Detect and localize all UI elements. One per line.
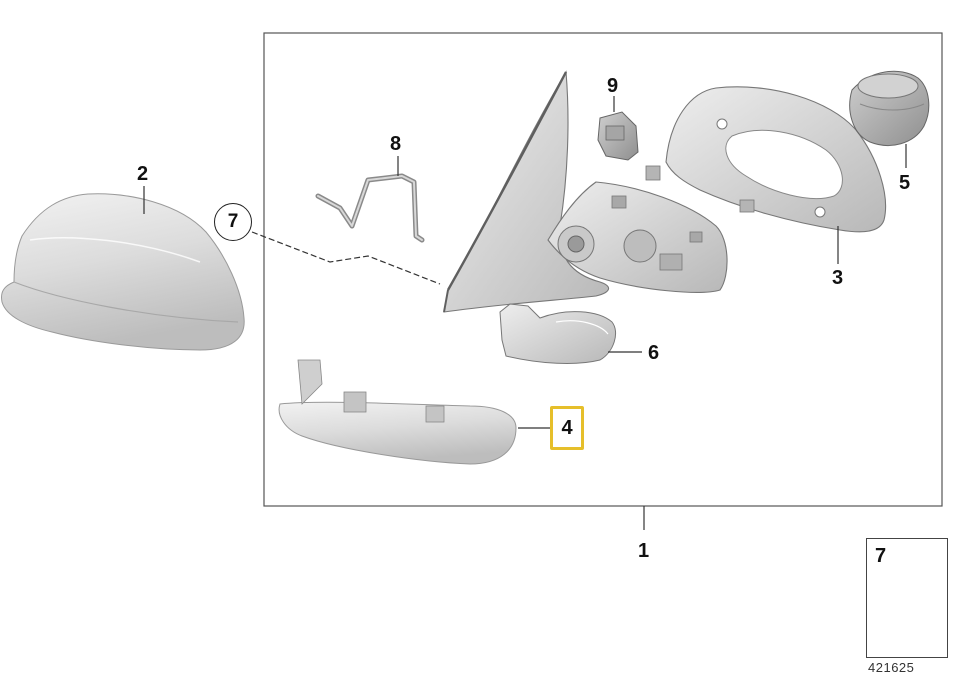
callout-6: 6 [648, 342, 660, 364]
assembly-frame [263, 32, 943, 507]
part-4-trim-strip [278, 359, 517, 465]
hardware-legend-box: 7 [866, 538, 948, 658]
callout-1: 1 [638, 540, 650, 562]
part-5-motor [849, 70, 930, 146]
part-9-connector [597, 111, 639, 161]
mirror-adjuster-plate [547, 181, 728, 293]
callout-9: 9 [607, 75, 619, 97]
mirror-base-bracket [443, 70, 610, 313]
callout-2: 2 [137, 163, 149, 185]
diagram-id-number: 421625 [868, 660, 915, 675]
part-8-wire-harness [315, 173, 425, 243]
part-2-mirror-cap [1, 193, 245, 351]
callout-8: 8 [390, 133, 402, 155]
part-6-cover [499, 303, 616, 364]
part-3-housing-frame [645, 86, 887, 233]
callout-7-circled: 7 [214, 203, 252, 241]
leader-line-7 [251, 231, 441, 285]
callout-3: 3 [832, 267, 844, 289]
callout-4-highlighted: 4 [550, 406, 584, 450]
callout-5: 5 [899, 172, 911, 194]
legend-part-number: 7 [875, 545, 887, 567]
